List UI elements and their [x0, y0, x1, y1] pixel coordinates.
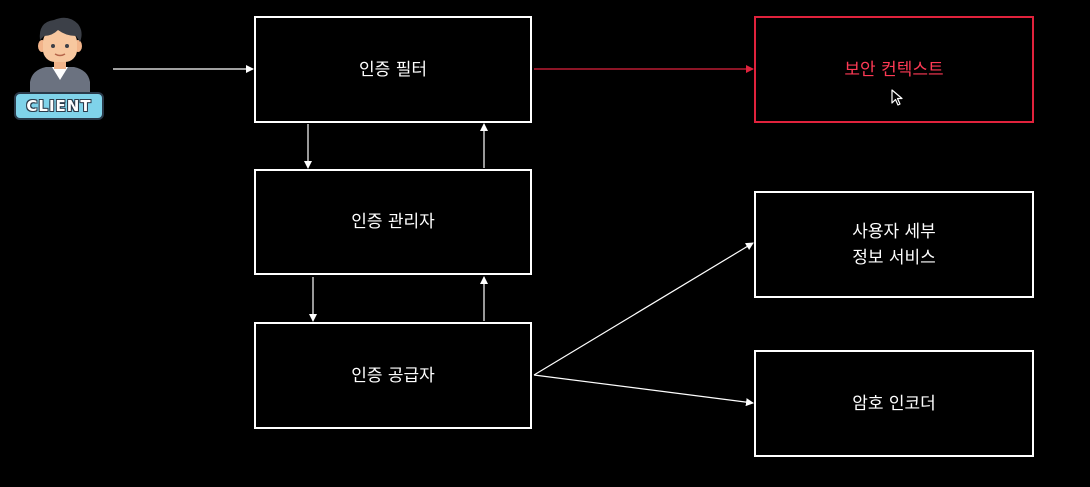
user-details-label-line2: 정보 서비스: [852, 247, 936, 268]
user-details-label-line1: 사용자 세부: [852, 221, 936, 242]
auth-filter-label: 인증 필터: [359, 59, 427, 80]
security-context-box: 보안 컨텍스트: [754, 16, 1034, 123]
arrow-provider-to-password-encoder: [533, 374, 754, 407]
auth-provider-label: 인증 공급자: [351, 365, 435, 386]
auth-filter-box: 인증 필터: [254, 16, 532, 123]
auth-manager-label: 인증 관리자: [351, 212, 435, 232]
user-details-service-box: 사용자 세부 정보 서비스: [754, 191, 1034, 298]
security-context-label: 보안 컨텍스트: [844, 59, 944, 80]
mouse-cursor-icon: [891, 89, 903, 106]
password-encoder-label: 암호 인코더: [852, 393, 936, 414]
password-encoder-box: 암호 인코더: [754, 350, 1034, 457]
client-user-icon: [30, 17, 90, 94]
client: CLIENT: [14, 14, 106, 124]
client-label: CLIENT: [14, 92, 104, 120]
auth-manager-box: 인증 관리자: [254, 169, 532, 275]
arrow-provider-to-user-details: [533, 242, 754, 376]
auth-provider-box: 인증 공급자: [254, 322, 532, 429]
